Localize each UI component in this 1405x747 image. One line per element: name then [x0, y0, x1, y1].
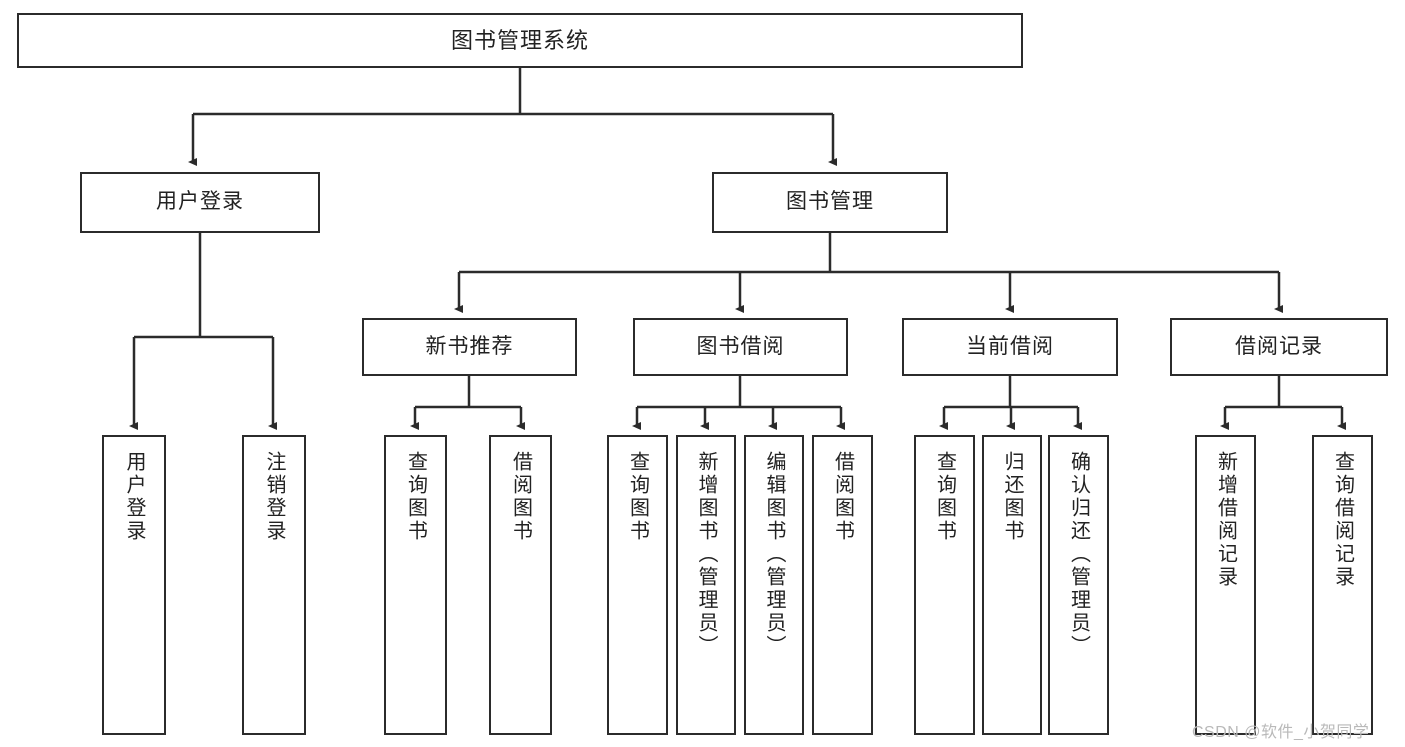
node-label: 编辑图书（管理员）: [763, 451, 785, 658]
node-label: 用户登录: [123, 451, 145, 543]
node-leaf-borrow-book-1[interactable]: 借阅图书: [489, 435, 552, 735]
node-leaf-query-book-3[interactable]: 查询图书: [914, 435, 975, 735]
node-leaf-return-book[interactable]: 归还图书: [982, 435, 1042, 735]
node-label: 当前借阅: [966, 334, 1054, 358]
node-leaf-add-book[interactable]: 新增图书（管理员）: [676, 435, 736, 735]
node-leaf-query-book-1[interactable]: 查询图书: [384, 435, 447, 735]
node-leaf-user-login[interactable]: 用户登录: [102, 435, 166, 735]
node-book-borrow[interactable]: 图书借阅: [633, 318, 848, 376]
node-borrow-record[interactable]: 借阅记录: [1170, 318, 1388, 376]
node-leaf-borrow-book-2[interactable]: 借阅图书: [812, 435, 873, 735]
node-label: 注销登录: [263, 451, 285, 543]
node-label: 借阅图书: [509, 451, 532, 543]
node-label: 查询图书: [626, 451, 649, 543]
node-label: 新书推荐: [425, 334, 514, 358]
node-leaf-query-record[interactable]: 查询借阅记录: [1312, 435, 1373, 735]
node-label: 确认归还（管理员）: [1067, 451, 1090, 658]
node-label: 查询图书: [933, 451, 956, 543]
node-root-system[interactable]: 图书管理系统: [17, 13, 1023, 68]
node-leaf-confirm-return[interactable]: 确认归还（管理员）: [1048, 435, 1109, 735]
node-new-book-recommend[interactable]: 新书推荐: [362, 318, 577, 376]
node-label: 图书管理系统: [450, 27, 589, 53]
node-label: 新增图书（管理员）: [695, 451, 717, 658]
node-label: 借阅图书: [831, 451, 854, 543]
node-label: 借阅记录: [1235, 334, 1323, 358]
node-leaf-add-record[interactable]: 新增借阅记录: [1195, 435, 1256, 735]
node-label: 查询图书: [404, 451, 427, 543]
node-user-login[interactable]: 用户登录: [80, 172, 320, 233]
node-leaf-query-book-2[interactable]: 查询图书: [607, 435, 668, 735]
node-label: 归还图书: [1001, 451, 1023, 543]
node-label: 用户登录: [156, 190, 244, 214]
node-label: 图书借阅: [696, 334, 785, 358]
node-label: 图书管理: [786, 190, 874, 214]
node-label: 查询借阅记录: [1331, 451, 1354, 589]
node-label: 新增借阅记录: [1214, 451, 1237, 589]
node-book-management[interactable]: 图书管理: [712, 172, 948, 233]
node-current-borrow[interactable]: 当前借阅: [902, 318, 1118, 376]
node-leaf-edit-book[interactable]: 编辑图书（管理员）: [744, 435, 804, 735]
node-leaf-logout-login[interactable]: 注销登录: [242, 435, 306, 735]
